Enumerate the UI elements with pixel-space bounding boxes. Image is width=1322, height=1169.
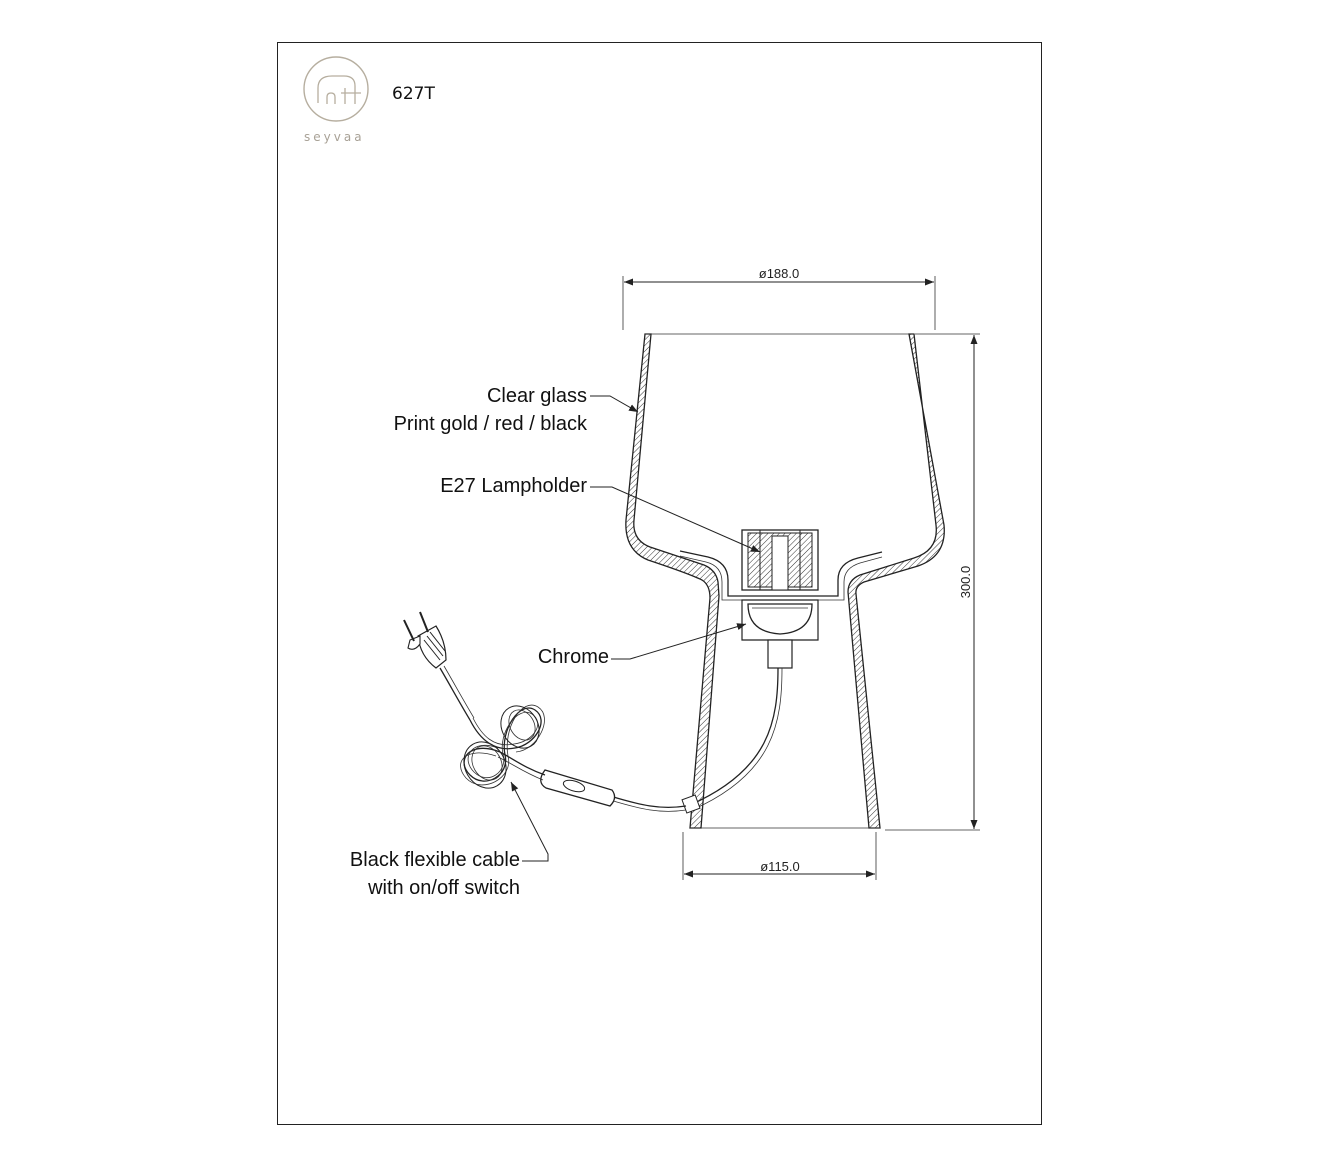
cable-coil [460,704,545,789]
bottom-diameter-dimension: ø115.0 [682,832,877,880]
callout-glass-print: Print gold / red / black [394,413,588,435]
on-off-switch [540,769,616,807]
height-label: 300.0 [958,566,973,599]
brand-name: seyvaa [304,130,365,144]
elephant-logo-icon [303,56,369,122]
height-dimension: 300.0 [885,333,980,831]
glass-body [625,333,945,829]
lampholder-assembly [679,529,883,669]
drawing-sheet [277,42,1042,1125]
callout-lampholder: E27 Lampholder [440,475,587,497]
top-diameter-label: ø188.0 [759,266,799,281]
power-cable [403,611,783,814]
bottom-diameter-label: ø115.0 [760,859,800,874]
model-number: 627T [392,84,435,104]
callout-leaders [510,395,761,862]
eu-plug-icon [403,611,447,669]
brand-logo: seyvaa [303,56,369,144]
callout-cable: Black flexible cable [350,849,520,871]
callout-glass-material: Clear glass [487,385,587,407]
callout-chrome: Chrome [538,646,609,668]
callout-switch: with on/off switch [367,877,520,899]
top-diameter-dimension: ø188.0 [622,266,936,330]
